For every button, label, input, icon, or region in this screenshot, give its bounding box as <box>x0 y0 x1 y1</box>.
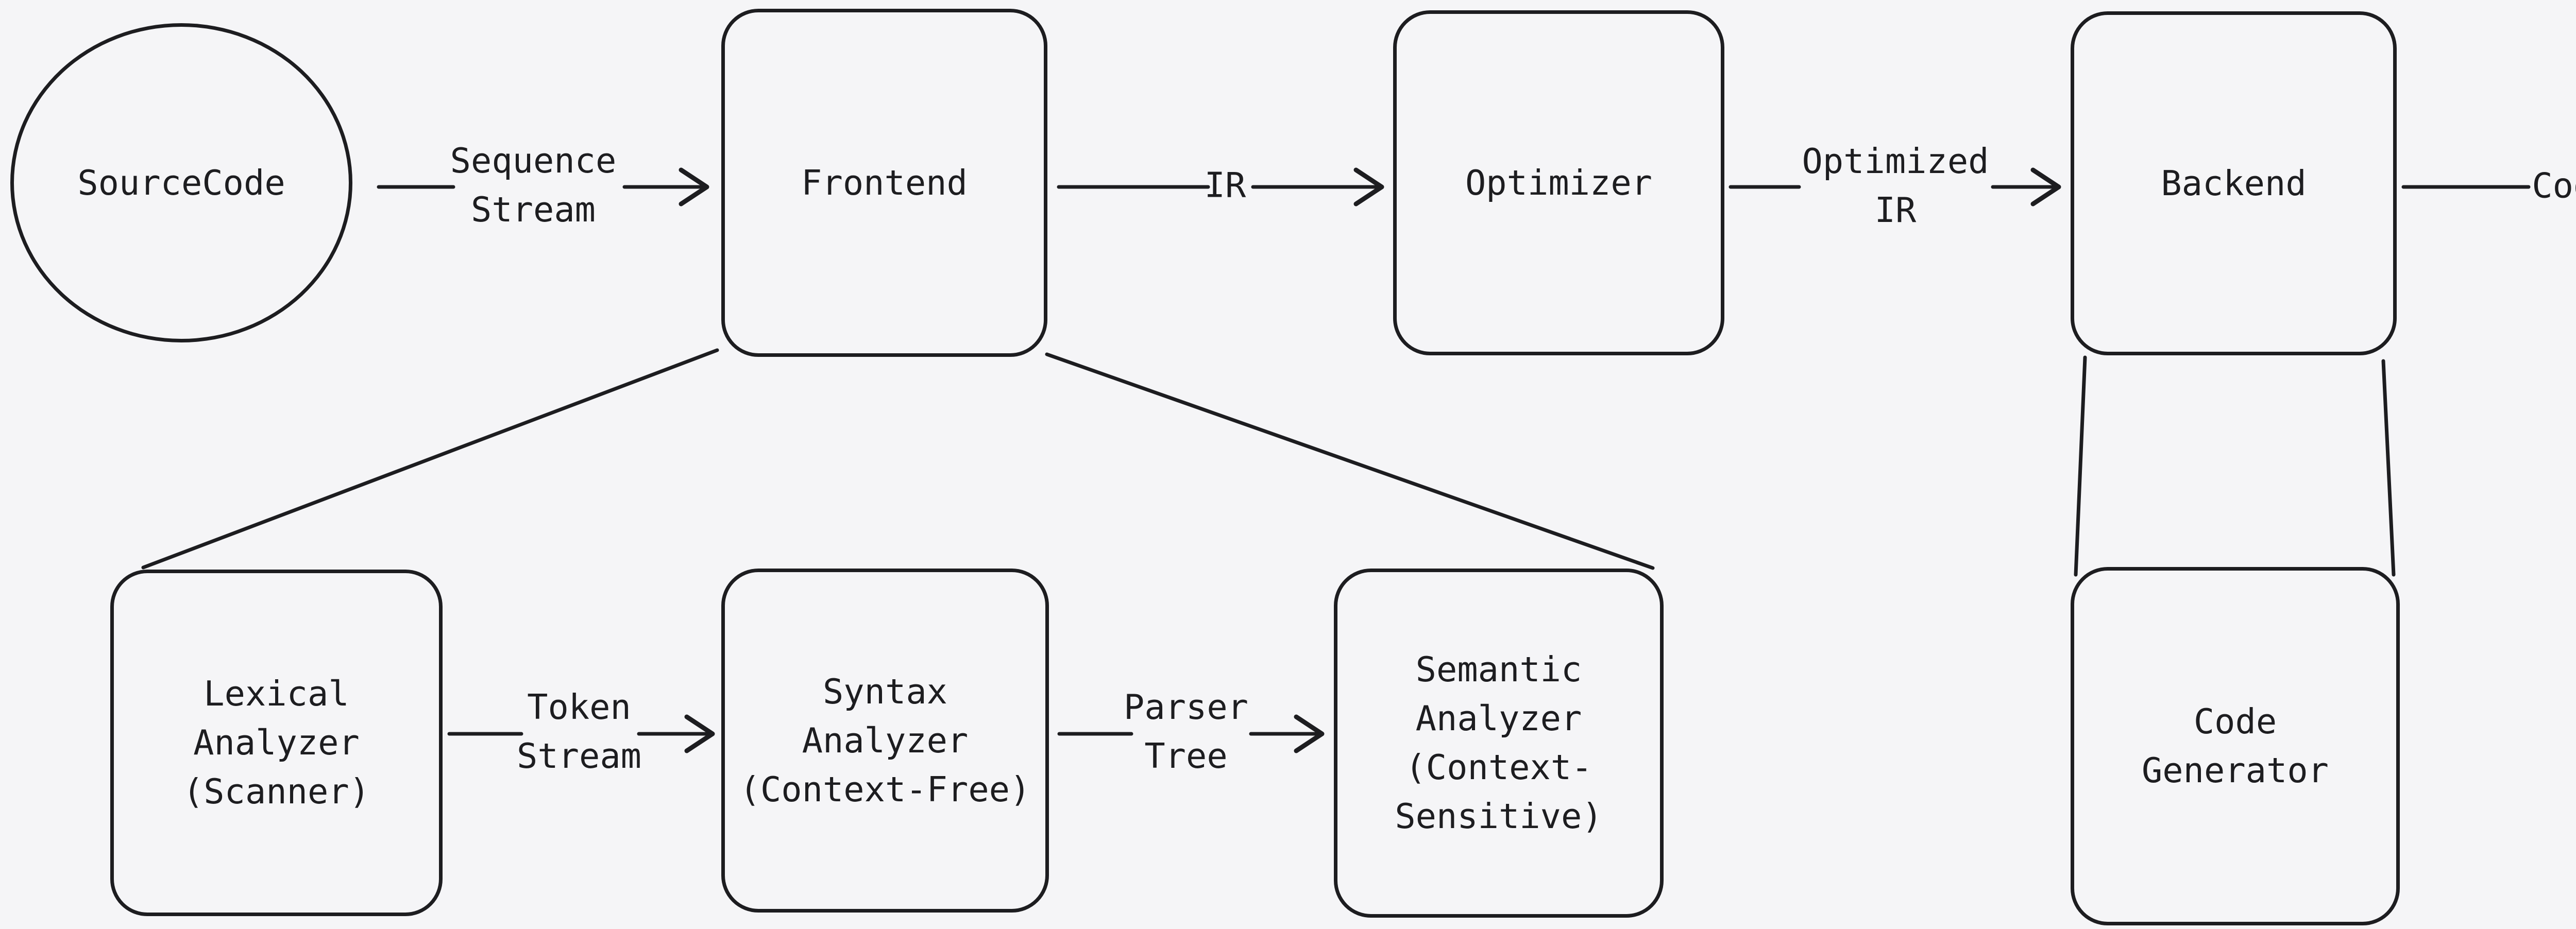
node-source-code-label: SourceCode <box>77 162 285 203</box>
node-lexical-analyzer: Lexical Analyzer (Scanner) <box>110 570 443 916</box>
expansion-line-frontend-semantic <box>1045 352 1655 570</box>
edge-label-code: Code <box>2532 165 2576 206</box>
node-backend-label: Backend <box>2161 163 2307 203</box>
node-frontend-label: Frontend <box>801 162 968 203</box>
expansion-line-backend-codegen-right <box>2381 359 2396 577</box>
node-backend: Backend <box>2071 11 2397 355</box>
node-syntax-analyzer: Syntax Analyzer (Context-Free) <box>721 569 1049 913</box>
node-semantic-analyzer: Semantic Analyzer (Context- Sensitive) <box>1334 569 1664 918</box>
node-source-code: SourceCode <box>10 23 352 342</box>
node-semantic-analyzer-label: Semantic Analyzer (Context- Sensitive) <box>1395 649 1603 836</box>
edge-label-optimized-ir: Optimized IR <box>1802 141 1989 230</box>
node-code-generator-label: Code Generator <box>2141 701 2329 790</box>
expansion-line-frontend-lexical <box>141 348 719 570</box>
edge-label-ir: IR <box>1204 165 1246 205</box>
node-frontend: Frontend <box>721 9 1047 357</box>
node-lexical-analyzer-label: Lexical Analyzer (Scanner) <box>182 674 370 812</box>
node-optimizer-label: Optimizer <box>1465 162 1653 203</box>
node-syntax-analyzer-label: Syntax Analyzer (Context-Free) <box>739 671 1031 810</box>
expansion-line-backend-codegen-left <box>2074 355 2087 577</box>
node-code-generator: Code Generator <box>2071 567 2400 925</box>
edge-label-token-stream: Token Stream <box>516 687 642 776</box>
edge-label-parser-tree: Parser Tree <box>1123 687 1249 776</box>
node-optimizer: Optimizer <box>1393 10 1724 355</box>
edge-label-sequence-stream: Sequence Stream <box>450 141 617 230</box>
